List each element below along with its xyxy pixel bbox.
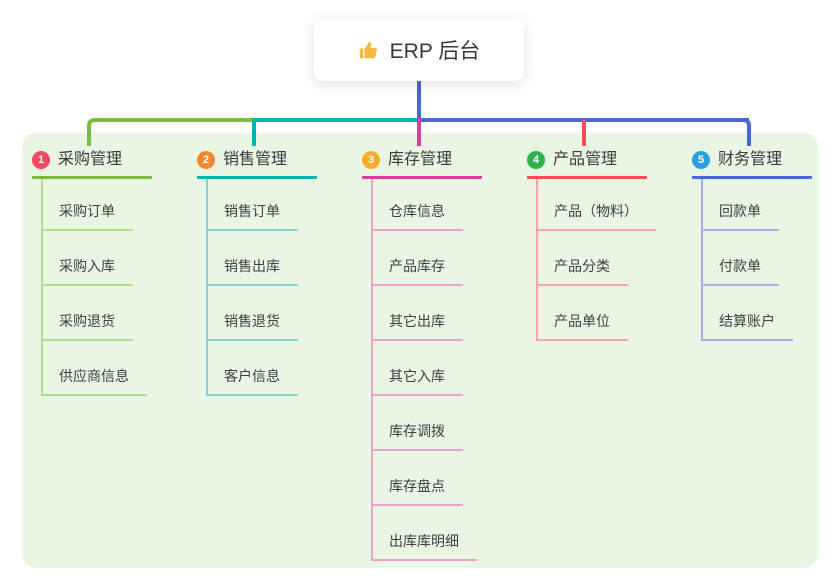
mindmap-node[interactable]: 销售退货 xyxy=(206,311,298,341)
branch-number-badge: 1 xyxy=(32,151,50,169)
mindmap-node[interactable]: 采购订单 xyxy=(41,201,133,231)
branch-number-badge: 2 xyxy=(197,151,215,169)
mindmap-node[interactable]: 仓库信息 xyxy=(371,201,463,231)
mindmap-node[interactable]: 库存盘点 xyxy=(371,476,463,506)
mindmap-node[interactable]: 回款单 xyxy=(701,201,779,231)
branch-title-label: 产品管理 xyxy=(553,151,618,168)
mindmap-node[interactable]: 结算账户 xyxy=(701,311,793,341)
root-label: ERP 后台 xyxy=(389,40,481,63)
mindmap-node[interactable]: 产品库存 xyxy=(371,256,463,286)
branch-number-badge: 5 xyxy=(692,151,710,169)
branch-title-label: 采购管理 xyxy=(58,151,123,168)
branch-title-label: 财务管理 xyxy=(718,151,783,168)
branches-panel xyxy=(22,133,818,568)
branch-child-connector xyxy=(371,179,373,561)
branch-title-sales[interactable]: 2 销售管理 xyxy=(197,149,317,179)
mindmap-node[interactable]: 采购退货 xyxy=(41,311,133,341)
mindmap-node[interactable]: 产品分类 xyxy=(536,256,628,286)
mindmap-node[interactable]: 供应商信息 xyxy=(41,366,147,396)
branch-child-connector xyxy=(701,179,703,341)
branch-title-finance[interactable]: 5 财务管理 xyxy=(692,149,812,179)
branch-child-connector xyxy=(536,179,538,341)
branch-child-connector xyxy=(41,179,43,396)
branch-title-product[interactable]: 4 产品管理 xyxy=(527,149,647,179)
branch-title-label: 销售管理 xyxy=(223,151,288,168)
mindmap-node[interactable]: 客户信息 xyxy=(206,366,298,396)
thumbs-up-icon xyxy=(358,39,380,61)
mindmap-node[interactable]: 产品单位 xyxy=(536,311,628,341)
root-node[interactable]: ERP 后台 xyxy=(314,19,524,81)
mindmap-node[interactable]: 销售订单 xyxy=(206,201,298,231)
mindmap-node[interactable]: 采购入库 xyxy=(41,256,133,286)
branch-number-badge: 4 xyxy=(527,151,545,169)
mindmap-node[interactable]: 产品（物料） xyxy=(536,201,656,231)
mindmap-node[interactable]: 库存调拨 xyxy=(371,421,463,451)
mindmap-node[interactable]: 出库库明细 xyxy=(371,531,477,561)
branch-title-purchase[interactable]: 1 采购管理 xyxy=(32,149,152,179)
mindmap-node[interactable]: 其它入库 xyxy=(371,366,463,396)
branch-title-inventory[interactable]: 3 库存管理 xyxy=(362,149,482,179)
mindmap-node[interactable]: 付款单 xyxy=(701,256,779,286)
mindmap-node[interactable]: 其它出库 xyxy=(371,311,463,341)
mindmap-node[interactable]: 销售出库 xyxy=(206,256,298,286)
branch-child-connector xyxy=(206,179,208,396)
branch-number-badge: 3 xyxy=(362,151,380,169)
branch-title-label: 库存管理 xyxy=(388,151,453,168)
